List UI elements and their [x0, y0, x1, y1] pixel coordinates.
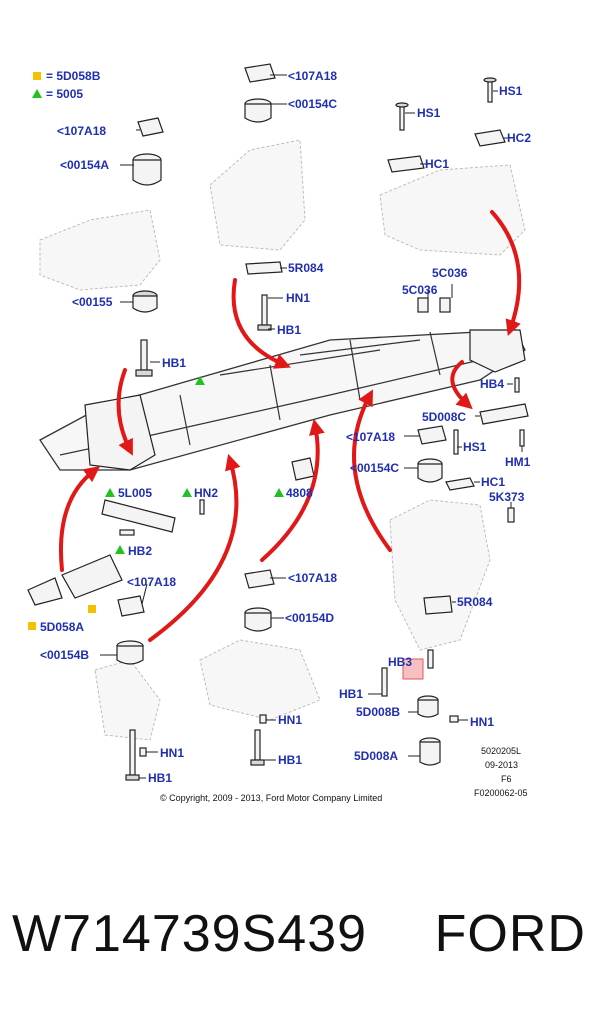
mid-right-mount-stack [381, 377, 529, 766]
callout-hn1-top: HN1 [286, 291, 310, 305]
callout-107a18-low-mid: <107A18 [288, 571, 337, 585]
callout-107a18-low-left: <107A18 [127, 575, 176, 589]
callout-hn1-low-mid: HN1 [278, 713, 302, 727]
legend-triangle-icon [32, 89, 42, 98]
callout-hb1-low-left: HB1 [148, 771, 172, 785]
callout-5r084-top: 5R084 [288, 261, 324, 275]
lower-middle-mount-stack [244, 457, 315, 766]
callout-hb1-left: HB1 [162, 356, 186, 370]
callout-00155: <00155 [72, 295, 113, 309]
drawing-info-line3: F6 [501, 774, 512, 784]
callout-hc1-mid: HC1 [481, 475, 505, 489]
callout-hs1-mid: HS1 [463, 440, 487, 454]
legend-triangle-label: = 5005 [46, 87, 83, 101]
legend-square-icon [33, 72, 41, 80]
callout-5k373: 5K373 [489, 490, 525, 504]
callout-hn2: HN2 [194, 486, 218, 500]
callout-5d008b: 5D008B [356, 705, 400, 719]
callout-hb1-low-right: HB1 [339, 687, 363, 701]
callout-labels: <107A18 <00154C HS1 HS1 HC2 HC1 <107A18 … [40, 69, 531, 785]
callout-5c036-b: 5C036 [402, 283, 438, 297]
copyright-notice: © Copyright, 2009 - 2013, Ford Motor Com… [160, 793, 382, 803]
callout-hc2: HC2 [507, 131, 531, 145]
lower-left-mount-stack [27, 499, 205, 781]
callout-hm1: HM1 [505, 455, 531, 469]
callout-hb2: HB2 [128, 544, 152, 558]
callout-107a18-left: <107A18 [57, 124, 106, 138]
callout-5l005: 5L005 [118, 486, 152, 500]
callout-hs1-top-right: HS1 [499, 84, 523, 98]
legend-square-marker-lower [88, 605, 96, 613]
callout-5d008a: 5D008A [354, 749, 398, 763]
callout-hb1-low-mid: HB1 [278, 753, 302, 767]
callout-5c036-a: 5C036 [432, 266, 468, 280]
highlight-box [402, 658, 424, 680]
callout-5r084-low: 5R084 [457, 595, 493, 609]
red-assembly-arrows [59, 210, 522, 642]
drawing-info-line1: 5020205L [481, 746, 521, 756]
leader-lines [100, 74, 523, 779]
callout-hn1-low-left: HN1 [160, 746, 184, 760]
green-marker-icons [105, 376, 284, 554]
drawing-info: 5020205L 09-2013 F6 F0200062-05 [474, 746, 528, 798]
callout-107a18-mid: <107A18 [346, 430, 395, 444]
legend-square-label: = 5D058B [46, 69, 101, 83]
left-mount-stack [132, 117, 164, 377]
callout-5d008c: 5D008C [422, 410, 466, 424]
part-number: W714739S439 [12, 905, 368, 963]
legend-square-marker-5d058a [28, 622, 36, 630]
top-right-fasteners [387, 77, 506, 313]
ghost-body-brackets [39, 139, 526, 741]
callout-5d058a: 5D058A [40, 620, 84, 634]
callout-hn1-low-right: HN1 [470, 715, 494, 729]
callout-00154c-top: <00154C [288, 97, 337, 111]
brand-name: FORD [434, 905, 586, 963]
drawing-info-line2: 09-2013 [485, 760, 518, 770]
callout-00154c-mid: <00154C [350, 461, 399, 475]
callout-hb4: HB4 [480, 377, 504, 391]
drawing-info-line4: F0200062-05 [474, 788, 528, 798]
callout-00154b: <00154B [40, 648, 89, 662]
legend: = 5D058B = 5005 [32, 69, 101, 101]
vehicle-frame [39, 329, 526, 471]
top-middle-mount-stack [244, 63, 283, 331]
callout-hs1-top: HS1 [417, 106, 441, 120]
callout-00154d: <00154D [285, 611, 334, 625]
callout-hb1-mid: HB1 [277, 323, 301, 337]
callout-107a18-top: <107A18 [288, 69, 337, 83]
callout-hb3: HB3 [388, 655, 412, 669]
callout-00154a: <00154A [60, 158, 109, 172]
callout-hc1-top: HC1 [425, 157, 449, 171]
callout-4808: 4808 [286, 486, 313, 500]
